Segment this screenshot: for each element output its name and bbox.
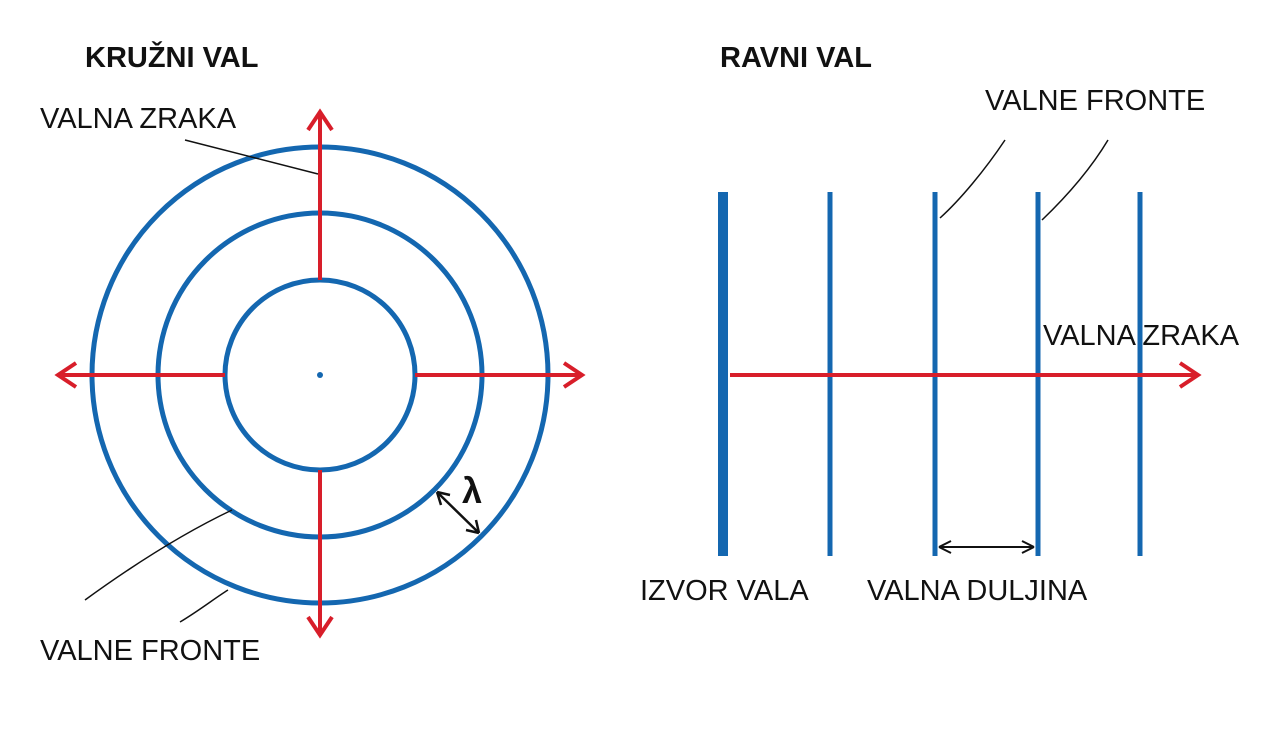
- wavelength-label: VALNA DULJINA: [867, 575, 1088, 607]
- plane-front-leader-2: [1041, 139, 1109, 221]
- source-label: IZVOR VALA: [640, 575, 809, 607]
- ray-down-arrow: [306, 470, 334, 639]
- plane-wave: RAVNI VAL VALNE FRONTE VALNA ZRAKA IZVOR…: [640, 42, 1240, 607]
- lambda-symbol: λ: [462, 470, 482, 511]
- ray-leader-line: [184, 139, 319, 175]
- circular-fronts-label: VALNE FRONTE: [40, 635, 260, 667]
- ray-right-arrow: [415, 361, 586, 389]
- circular-wave: KRUŽNI VAL VALNA ZRAKA VALNE FRONTE λ: [40, 40, 586, 667]
- wave-source-point: [317, 372, 323, 378]
- ray-left-arrow: [54, 361, 225, 389]
- circular-wave-title: KRUŽNI VAL: [85, 40, 258, 74]
- wave-rays: [54, 108, 586, 639]
- wavelength-arrow: [435, 490, 481, 535]
- plane-ray-arrow: [730, 361, 1202, 389]
- front-leader-line-2: [179, 589, 229, 623]
- ray-up-arrow: [306, 108, 334, 280]
- plane-front-leader-1: [939, 139, 1006, 219]
- plane-fronts-label: VALNE FRONTE: [985, 85, 1205, 117]
- wavelength-double-arrow: [938, 540, 1035, 554]
- plane-wave-title: RAVNI VAL: [720, 42, 872, 74]
- front-leader-line-1: [84, 509, 233, 601]
- circular-ray-label: VALNA ZRAKA: [40, 103, 237, 135]
